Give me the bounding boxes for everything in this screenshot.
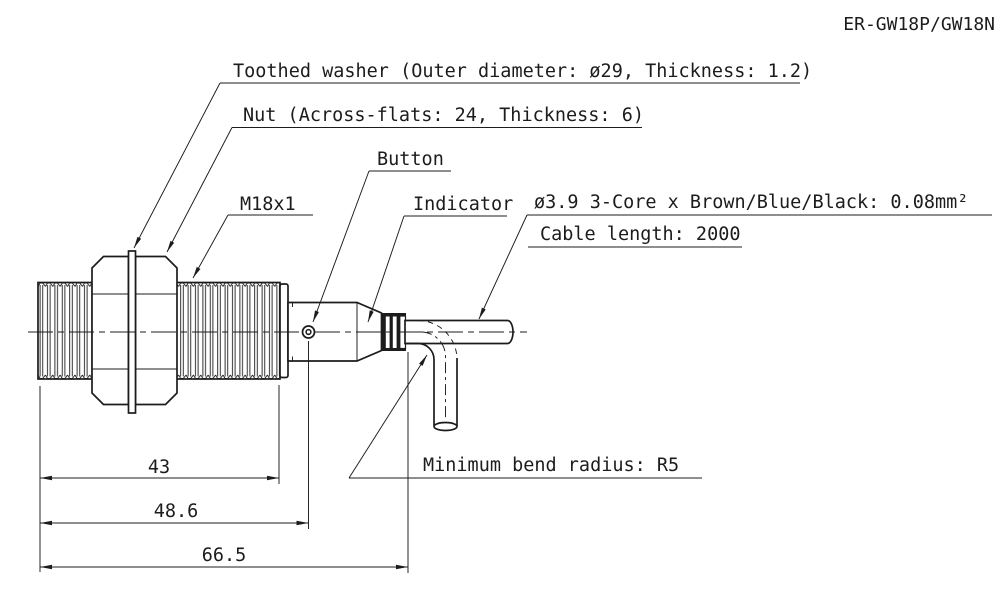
bent-cable-end-cap xyxy=(433,421,458,432)
button-inner-circle xyxy=(305,328,312,336)
dim-value-66-5: 66.5 xyxy=(202,545,247,566)
hex-nut xyxy=(91,255,178,406)
label-thread-spec: M18x1 xyxy=(240,194,296,215)
callout-nut: Nut (Across-flats: 24, Thickness: 6) xyxy=(166,105,644,253)
nut-right-half xyxy=(134,255,178,406)
barrel-end-ring xyxy=(279,283,289,379)
callout-thread-spec: M18x1 xyxy=(192,194,313,279)
label-toothed-washer: Toothed washer (Outer diameter: ø29, Thi… xyxy=(233,61,812,82)
dim-value-48-6: 48.6 xyxy=(154,501,199,522)
dim-value-43: 43 xyxy=(148,457,170,478)
model-number-title: ER-GW18P/GW18N xyxy=(843,14,995,35)
label-nut: Nut (Across-flats: 24, Thickness: 6) xyxy=(243,105,644,126)
bent-cable-centerline xyxy=(420,331,446,418)
bent-cable-inner-edge xyxy=(405,342,435,426)
gland-groove xyxy=(392,316,397,348)
label-cable-spec: ø3.9 3-Core x Brown/Blue/Black: 0.08mm² xyxy=(534,192,968,213)
button-detail xyxy=(301,325,316,339)
leader-callouts: Toothed washer (Outer diameter: ø29, Thi… xyxy=(133,61,992,479)
dimension-annotations: 43 48.6 66.5 xyxy=(39,341,409,573)
extension-lines xyxy=(39,341,409,573)
dim-front-to-button: 48.6 xyxy=(40,501,309,526)
nut-facet-lines xyxy=(92,293,177,370)
callout-indicator: Indicator xyxy=(367,194,513,323)
dim-thread-length: 43 xyxy=(40,457,279,481)
label-indicator: Indicator xyxy=(413,194,513,215)
dim-overall-length: 66.5 xyxy=(40,545,408,570)
label-cable-length: Cable length: 2000 xyxy=(540,224,740,245)
label-min-bend-radius: Minimum bend radius: R5 xyxy=(423,455,679,476)
callout-min-bend-radius: Minimum bend radius: R5 xyxy=(348,354,702,479)
callout-toothed-washer: Toothed washer (Outer diameter: ø29, Thi… xyxy=(133,61,812,249)
nut-left-half xyxy=(91,255,130,406)
callout-button: Button xyxy=(312,149,451,323)
bent-cable-outer-arc xyxy=(417,320,458,360)
callout-cable: ø3.9 3-Core x Brown/Blue/Black: 0.08mm² … xyxy=(478,192,992,320)
label-button: Button xyxy=(377,149,444,170)
cable-bent-detail xyxy=(405,320,458,432)
